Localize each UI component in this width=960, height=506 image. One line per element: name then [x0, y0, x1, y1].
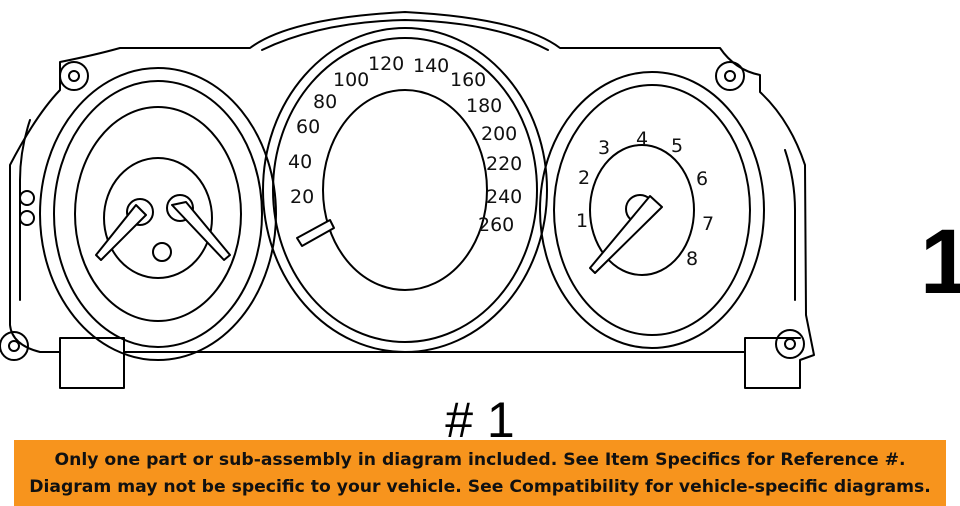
callout-number: 1 [920, 211, 960, 313]
rpm-tick: 6 [696, 168, 708, 190]
speed-tick: 120 [368, 53, 404, 75]
tachometer-scale: 1 2 3 4 5 6 7 8 [576, 128, 714, 270]
rpm-tick: 1 [576, 210, 588, 232]
speed-tick: 260 [478, 214, 514, 236]
speed-tick: 100 [333, 69, 369, 91]
rpm-tick: 7 [702, 213, 714, 235]
left-gauge [39, 67, 277, 361]
disclaimer-line-1: Only one part or sub-assembly in diagram… [54, 450, 906, 470]
rpm-tick: 3 [598, 137, 610, 159]
rpm-tick: 5 [671, 135, 683, 157]
disclaimer-line-2: Diagram may not be specific to your vehi… [29, 477, 931, 497]
left-gauge-needles [95, 194, 231, 262]
instrument-cluster-diagram: 20 40 60 80 100 120 140 160 180 200 220 … [0, 11, 815, 389]
disclaimer-banner: Only one part or sub-assembly in diagram… [14, 440, 946, 506]
speed-tick: 220 [486, 153, 522, 175]
speed-tick: 40 [288, 151, 312, 173]
speed-tick: 60 [296, 116, 320, 138]
speed-tick: 240 [486, 186, 522, 208]
speed-tick: 80 [313, 91, 337, 113]
speedometer-scale: 20 40 60 80 100 120 140 160 180 200 220 … [288, 53, 522, 236]
speed-tick: 20 [290, 186, 314, 208]
speed-tick: 160 [450, 69, 486, 91]
speedometer [262, 27, 548, 353]
speed-tick: 140 [413, 55, 449, 77]
mounting-bosses [0, 61, 805, 361]
rpm-tick: 4 [636, 128, 648, 150]
speed-tick: 180 [466, 95, 502, 117]
part-number-label: # 1 [445, 392, 515, 448]
rpm-tick: 2 [578, 167, 590, 189]
rpm-tick: 8 [686, 248, 698, 270]
tachometer [539, 71, 765, 349]
speed-tick: 200 [481, 123, 517, 145]
